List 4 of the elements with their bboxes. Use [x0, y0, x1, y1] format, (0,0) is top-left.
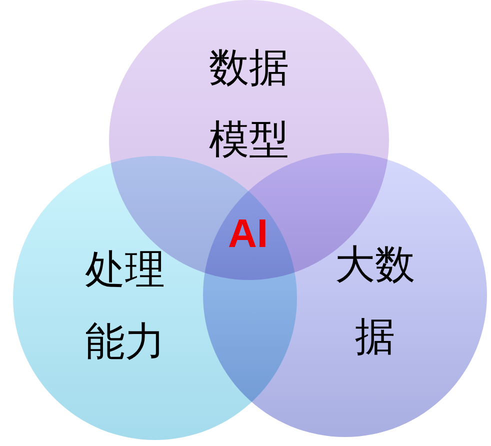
circle-label: 大数据 [334, 241, 416, 362]
circle-label: 数据模型 [208, 44, 290, 165]
center-label: AI [228, 214, 268, 254]
circle-label: 处理能力 [84, 246, 166, 367]
